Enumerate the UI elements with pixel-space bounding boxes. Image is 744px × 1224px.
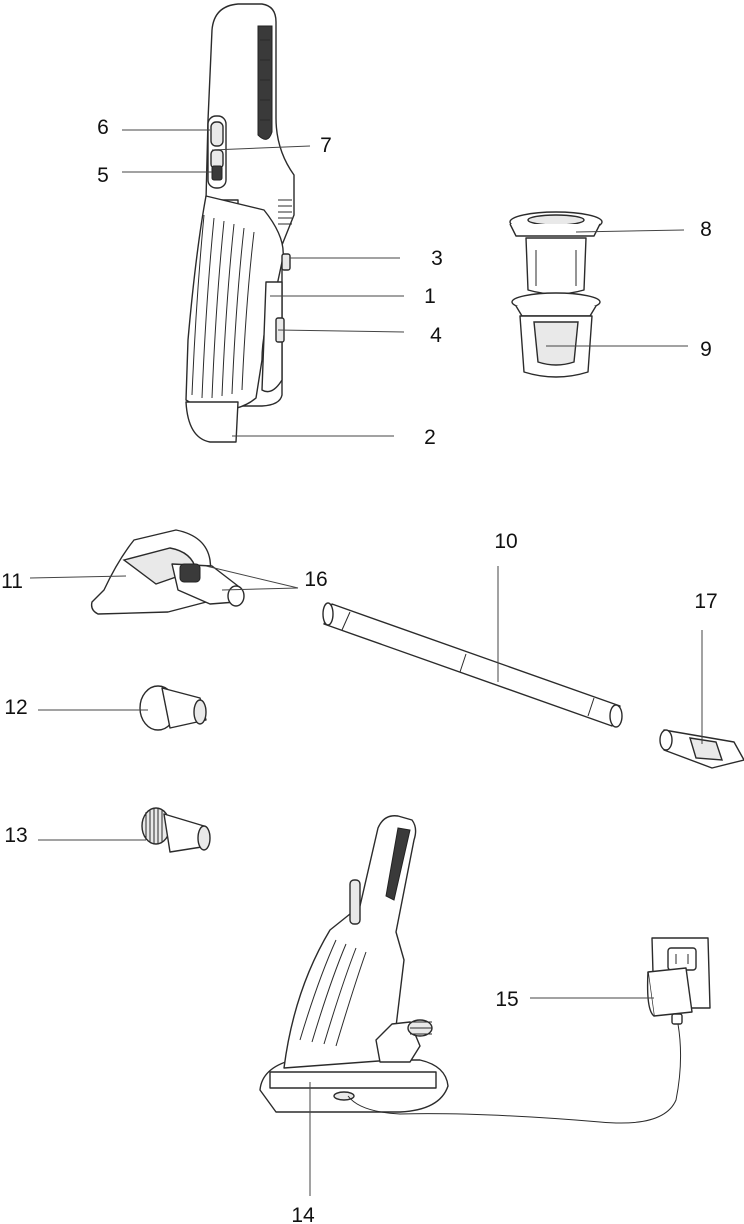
callout-3: 3 xyxy=(431,247,443,270)
callout-9: 9 xyxy=(700,338,712,361)
brush-bristles xyxy=(145,808,163,844)
power-adapter-assembly xyxy=(347,937,711,1124)
callout-2: 2 xyxy=(424,426,436,449)
callout-16: 16 xyxy=(304,568,327,591)
callout-7: 7 xyxy=(320,134,332,157)
tube-adapter xyxy=(659,729,744,769)
callout-5: 5 xyxy=(97,164,109,187)
callout-1: 1 xyxy=(424,285,436,308)
dusting-brush xyxy=(141,807,211,853)
stored-brush-bristles xyxy=(410,1021,432,1035)
callout-15: 15 xyxy=(495,988,518,1011)
callout-14: 14 xyxy=(291,1204,315,1224)
callout-labels: 1 2 3 4 5 6 7 8 9 10 11 12 13 14 15 16 1… xyxy=(1,116,718,1224)
extension-tube xyxy=(322,602,623,728)
vent-slots xyxy=(278,199,292,225)
charging-base-assembly xyxy=(259,815,449,1113)
callout-11: 11 xyxy=(1,570,23,593)
filter xyxy=(511,292,601,378)
callout-17: 17 xyxy=(694,590,717,613)
callout-8: 8 xyxy=(700,218,712,241)
callout-6: 6 xyxy=(97,116,109,139)
body-ribs xyxy=(191,214,255,399)
handheld-vacuum-body xyxy=(185,3,295,443)
leader-lines xyxy=(29,129,703,1196)
crevice-tool xyxy=(139,685,207,731)
dust-cup xyxy=(509,211,603,295)
callout-12: 12 xyxy=(4,696,27,719)
callout-13: 13 xyxy=(4,824,27,847)
callout-4: 4 xyxy=(430,324,442,347)
floor-brush xyxy=(90,529,245,615)
docked-body-ribs xyxy=(299,939,367,1047)
grip-hatching xyxy=(260,39,270,121)
callout-10: 10 xyxy=(494,530,517,553)
